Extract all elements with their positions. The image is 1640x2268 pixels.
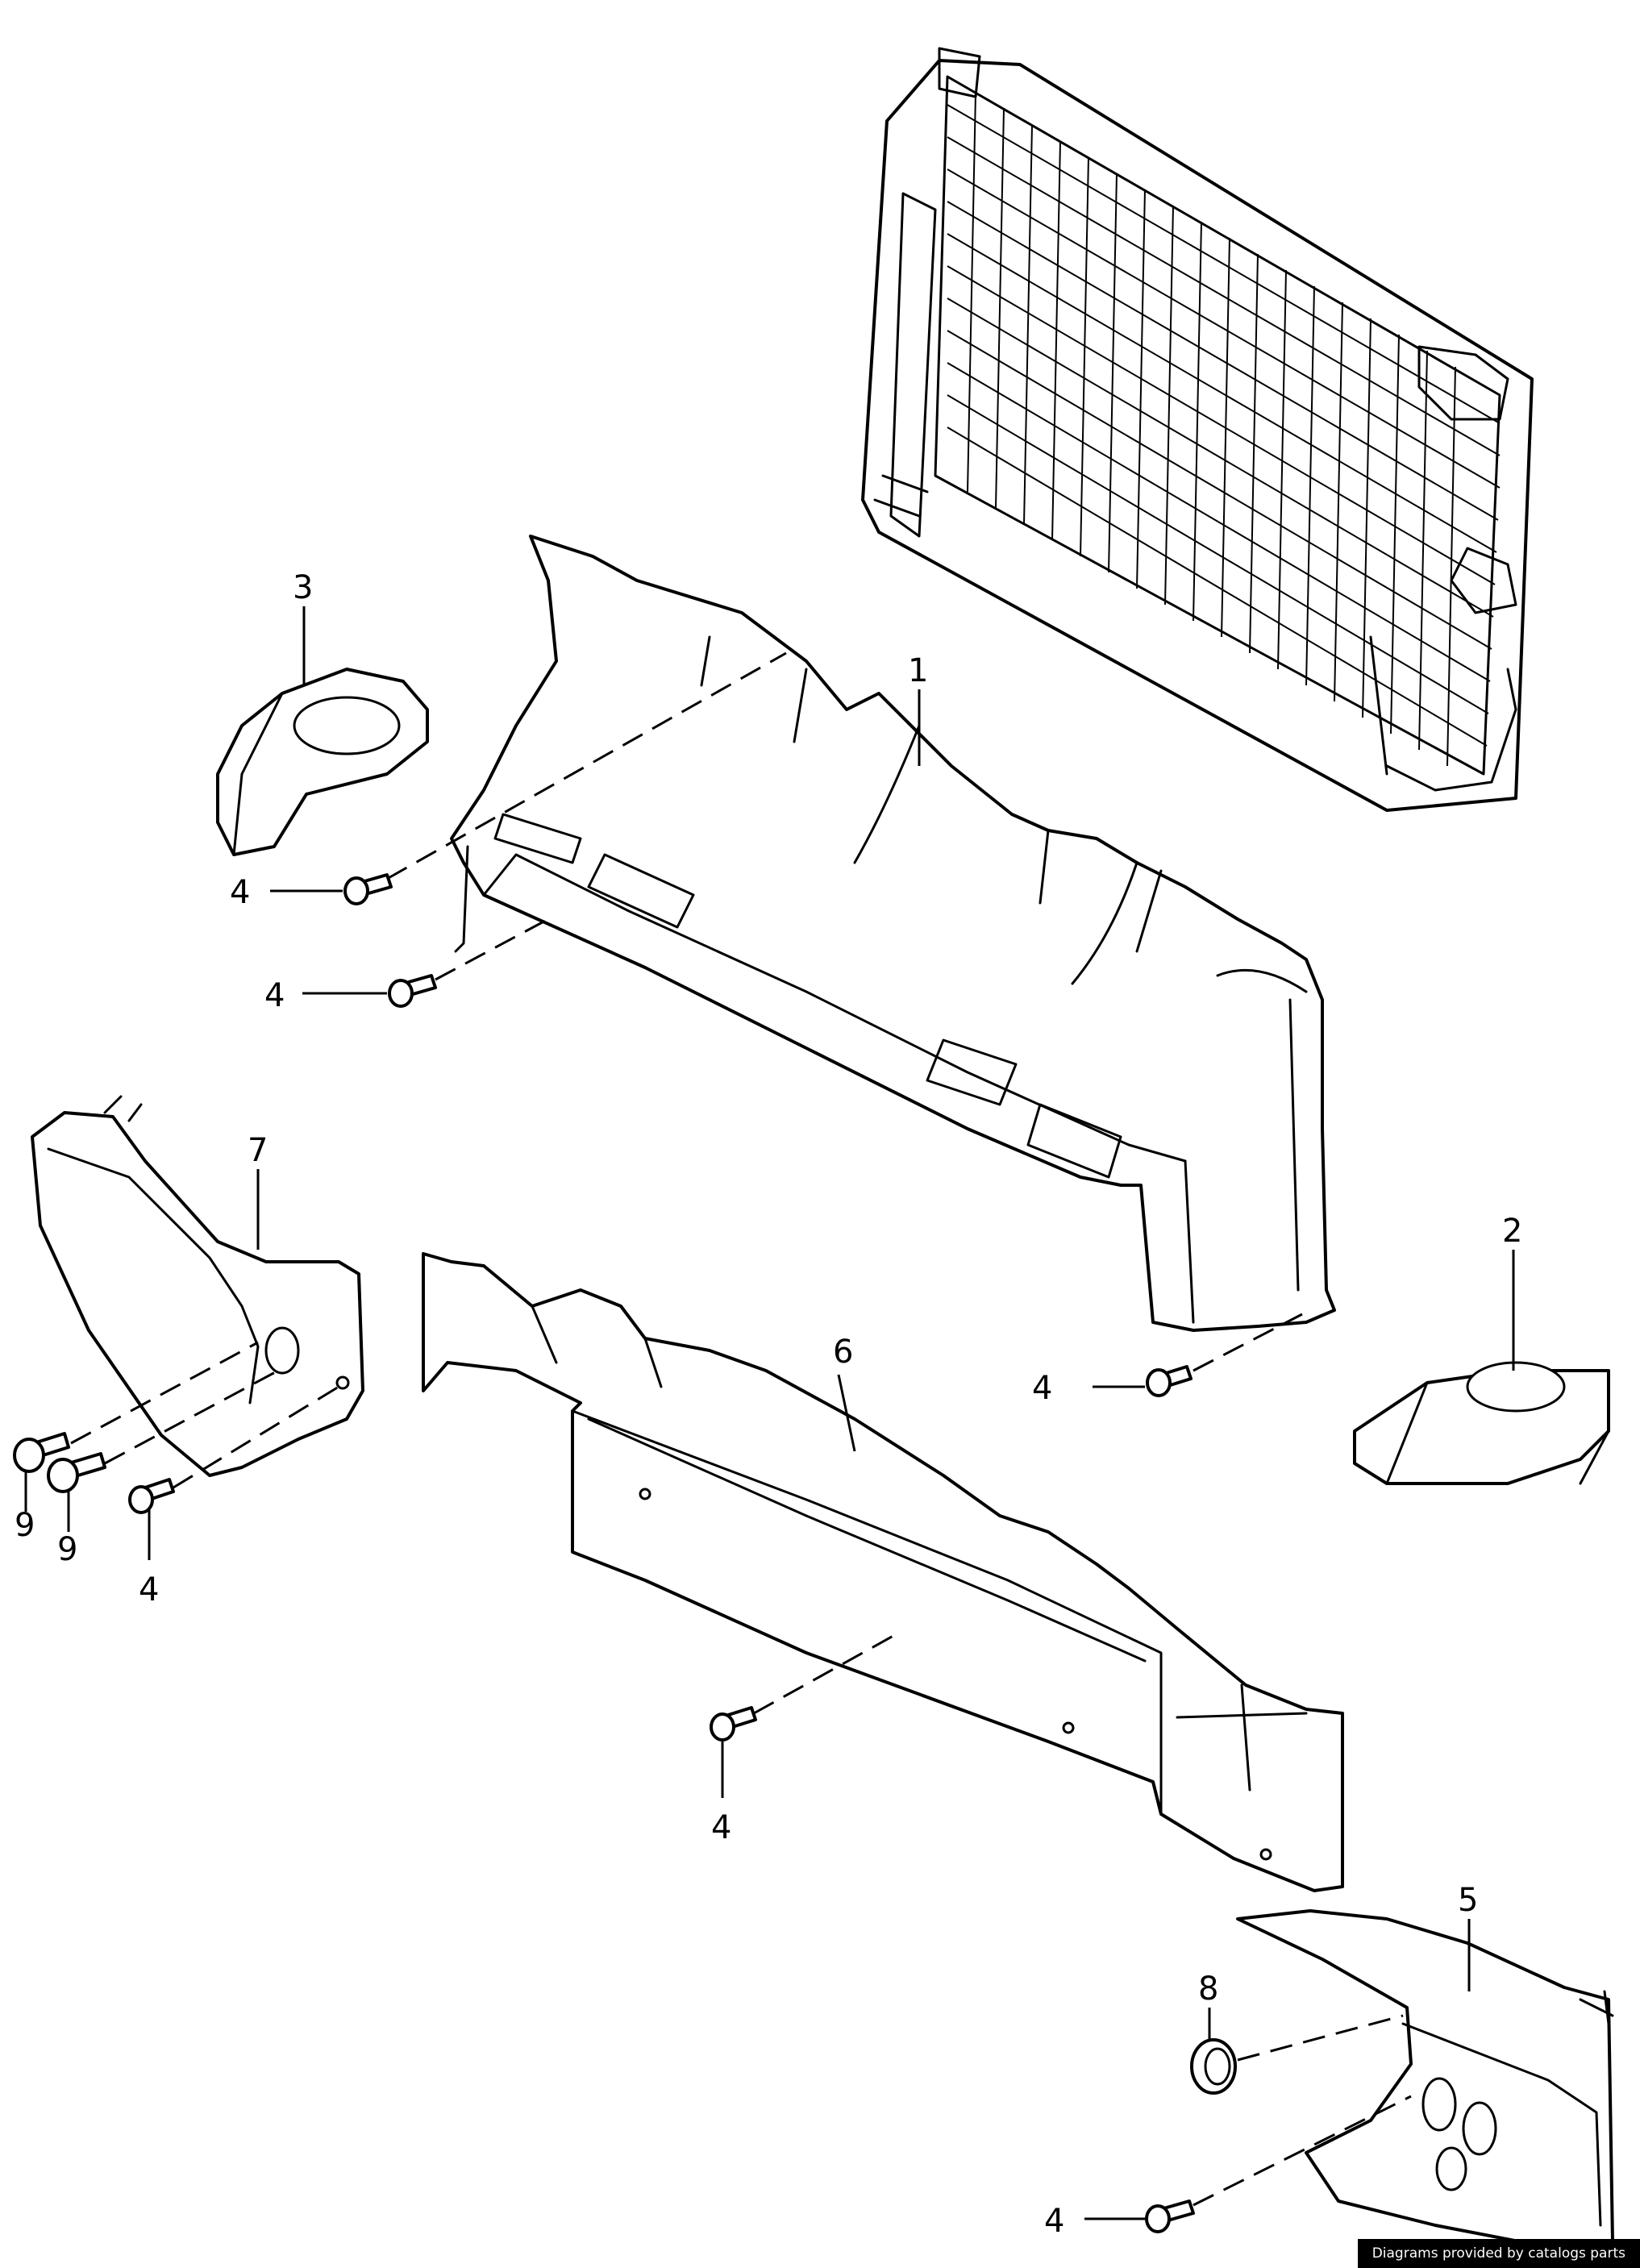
part-7-duct [31,1095,364,1477]
assembly-lines [70,651,1412,2207]
callout-9-a: 9 [15,1507,35,1544]
part-3-bracket [216,668,429,856]
callout-7: 7 [248,1132,268,1169]
bolt-4-e [710,1706,757,1742]
radiator-assembly [861,47,1534,812]
bolt-9-a [13,1432,70,1473]
callout-8: 8 [1198,1970,1218,2008]
leader-lines [24,606,1515,2220]
part-5-duct [1236,1909,1614,2247]
callouts: 1 2 3 4 4 4 4 4 4 5 6 7 8 9 9 [15,569,1522,2240]
part-6-lower-air-guide [422,1252,1344,1892]
part-8-grommet [1190,2038,1237,2095]
callout-1: 1 [908,652,928,689]
callout-4-c: 4 [1032,1370,1052,1407]
callout-4-f: 4 [1044,2203,1064,2240]
bolt-9-b [47,1452,106,1493]
bolt-4-a [343,873,393,905]
callout-2: 2 [1502,1213,1522,1250]
part-1-upper-air-guide [450,535,1336,1332]
callout-4-a: 4 [230,874,250,911]
callout-3: 3 [293,569,313,606]
callout-9-b: 9 [57,1531,77,1568]
callout-4-e: 4 [711,1809,731,1846]
callout-4-d: 4 [139,1571,159,1608]
callout-4-b: 4 [264,977,285,1014]
bolt-4-f [1145,2199,1195,2233]
bolt-4-d [128,1478,175,1514]
part-2-bracket [1353,1361,1610,1485]
callout-6: 6 [833,1334,853,1371]
callout-5: 5 [1458,1882,1478,1919]
diagram-credit: Diagrams provided by catalogs parts [1357,2239,1640,2268]
bolt-4-b [388,974,437,1008]
bolt-4-c [1146,1365,1193,1397]
